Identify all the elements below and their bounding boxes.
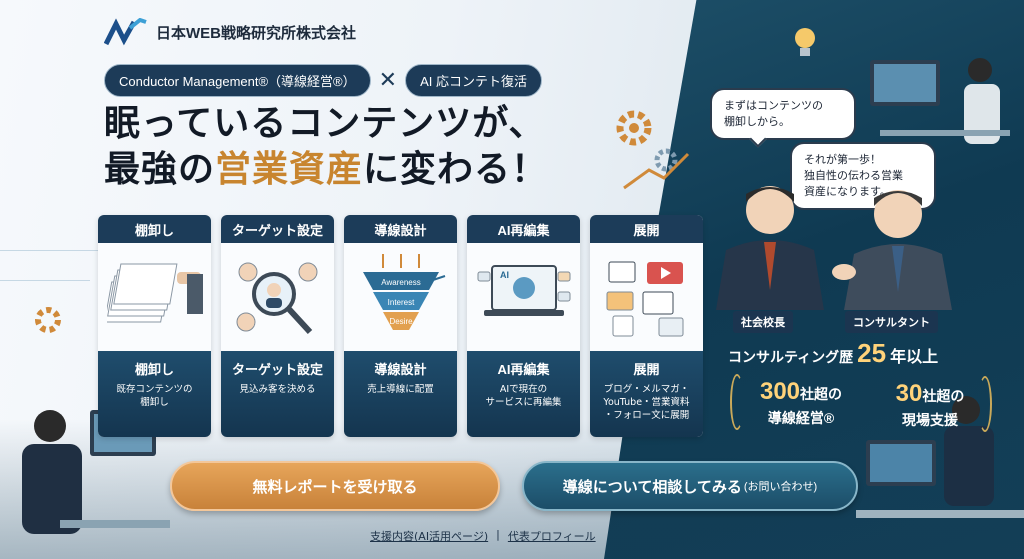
step-description: 売上導線に配置 bbox=[367, 384, 434, 395]
company-name: 日本WEB戦略研究所株式会社 bbox=[156, 24, 356, 42]
stat-a-label: 導線経営® bbox=[767, 410, 835, 426]
role-label-consultant: コンサルタント bbox=[845, 311, 938, 333]
step-illustration: AI bbox=[467, 243, 580, 351]
step-title: 棚卸し bbox=[134, 362, 174, 377]
step-footer: 展開 ブログ・メルマガ・ YouTube・営業資料 ・フォロー文に展開 bbox=[590, 351, 703, 437]
link-support-content[interactable]: 支援内容(AI活用ページ) bbox=[370, 530, 489, 543]
footer-links: 支援内容(AI活用ページ) | 代表プロフィール bbox=[370, 528, 596, 544]
concept-tags: Conductor Management®（導線経営®） ✕ AI 応コンテト復… bbox=[104, 64, 542, 97]
step-description: 既存コンテンツの 棚卸し bbox=[116, 384, 193, 408]
step-title: 展開 bbox=[633, 362, 660, 377]
consult-button-label: 導線について相談してみる bbox=[562, 478, 742, 496]
gear-icon bbox=[616, 110, 690, 190]
step-description: AIで現在の サービスに再編集 bbox=[485, 384, 562, 408]
deco-line bbox=[0, 280, 90, 281]
stat-b-number: 30 bbox=[895, 380, 923, 407]
free-report-button[interactable]: 無料レポートを受け取る bbox=[170, 461, 500, 511]
media-channels-icon bbox=[606, 261, 683, 337]
speech-bubble-consultant: それが第一歩！ 独自性の伝わる営業 資産になります。 bbox=[790, 142, 936, 210]
gear-icon bbox=[35, 307, 61, 333]
step-head: 展開 bbox=[590, 215, 703, 243]
logo-mark-icon bbox=[104, 18, 147, 46]
step-description: 見込み客を決める bbox=[239, 384, 316, 395]
step-card-inventory: 棚卸し 棚卸し 既存コンテンツの 棚卸し bbox=[98, 215, 211, 437]
step-head: 導線設計 bbox=[344, 215, 457, 243]
headline-accent: 営業資産 bbox=[215, 148, 364, 189]
office-worker-illustration bbox=[870, 58, 1010, 144]
funnel-interest-label: Interest bbox=[387, 298, 414, 307]
step-card-target: ターゲット設定 ターゲット設定 見込み客を決める bbox=[221, 215, 334, 437]
laurel-icon bbox=[730, 374, 744, 430]
step-title: AI再編集 bbox=[497, 362, 550, 377]
business-people-illustration bbox=[716, 186, 952, 310]
stat-a-number: 300 bbox=[759, 378, 801, 405]
funnel-awareness-label: Awareness bbox=[381, 278, 420, 287]
page-headline: 眠っているコンテンツが、 最強の営業資産に変わる！ bbox=[104, 100, 548, 192]
step-head: 棚卸し bbox=[98, 215, 211, 243]
step-illustration bbox=[221, 243, 334, 351]
stat-a-unit: 社超の bbox=[800, 386, 843, 402]
consult-button-sub: (お問い合わせ) bbox=[743, 481, 818, 493]
process-steps: 棚卸し 棚卸し 既存コンテンツの 棚卸し ターゲット設定 bbox=[98, 215, 703, 437]
funnel-desire-label: Desire bbox=[389, 317, 413, 326]
lightbulb-icon bbox=[795, 28, 815, 56]
deco-line bbox=[0, 250, 100, 251]
link-separator: | bbox=[496, 528, 500, 541]
step-head: ターゲット設定 bbox=[221, 215, 334, 243]
step-illustration: Awareness Interest Desire bbox=[344, 243, 457, 351]
consult-button[interactable]: 導線について相談してみる(お問い合わせ) bbox=[522, 461, 858, 511]
funnel-icon: Awareness Interest Desire bbox=[362, 254, 445, 330]
stat-companies-field-support: 30 社超の 現場支援 bbox=[880, 376, 992, 432]
company-logo: 日本WEB戦略研究所株式会社 bbox=[104, 18, 356, 46]
stat-b-unit: 社超の bbox=[922, 388, 965, 404]
stat-experience: コンサルティング歴 25 年以上 bbox=[728, 338, 938, 369]
stat-exp-prefix: コンサルティング歴 bbox=[728, 349, 854, 365]
tag-ai-content: AI 応コンテト復活 bbox=[405, 64, 542, 97]
headline-line2-post: に変わる！ bbox=[363, 148, 549, 189]
step-card-deploy: 展開 展開 ブログ・メルマガ・ YouTube・営業資料 ・フォロー文に展開 bbox=[590, 215, 703, 437]
office-worker-illustration bbox=[856, 396, 1024, 518]
ai-laptop-icon: AI bbox=[477, 265, 570, 316]
document-stack-icon bbox=[106, 263, 203, 323]
step-footer: 棚卸し 既存コンテンツの 棚卸し bbox=[98, 351, 211, 437]
step-description: ブログ・メルマガ・ YouTube・営業資料 ・フォロー文に展開 bbox=[603, 384, 690, 421]
cross-icon: ✕ bbox=[378, 68, 398, 93]
stat-b-label: 現場支援 bbox=[902, 412, 958, 428]
step-head: AI再編集 bbox=[467, 215, 580, 243]
step-footer: AI再編集 AIで現在の サービスに再編集 bbox=[467, 351, 580, 437]
link-representative-profile[interactable]: 代表プロフィール bbox=[507, 530, 596, 543]
step-card-ai-edit: AI再編集 AI AI再編集 AIで現在の サービスに再編集 bbox=[467, 215, 580, 437]
stat-companies-conductor: 300 社超の 導線経営® bbox=[730, 374, 866, 430]
step-title: ターゲット設定 bbox=[231, 362, 323, 377]
step-footer: ターゲット設定 見込み客を決める bbox=[221, 351, 334, 437]
ai-label: AI bbox=[500, 270, 509, 280]
stat-exp-suffix: 年以上 bbox=[890, 349, 939, 366]
headline-line1: 眠っているコンテンツが、 bbox=[104, 102, 546, 143]
stat-exp-number: 25 bbox=[857, 338, 887, 368]
role-label-president: 社会校長 bbox=[733, 311, 793, 333]
magnifier-people-icon bbox=[236, 262, 317, 335]
step-title: 導線設計 bbox=[374, 362, 427, 377]
tag-conductor-management: Conductor Management®（導線経営®） bbox=[104, 64, 371, 97]
headline-line2-pre: 最強の bbox=[104, 148, 216, 189]
speech-bubble-president: まずはコンテンツの 棚卸しから。 bbox=[710, 88, 856, 140]
step-footer: 導線設計 売上導線に配置 bbox=[344, 351, 457, 437]
headline-line2: 最強の営業資産に変わる！ bbox=[104, 146, 548, 192]
step-illustration bbox=[98, 243, 211, 351]
laurel-icon bbox=[978, 376, 992, 432]
step-illustration bbox=[590, 243, 703, 351]
step-card-funnel: 導線設計 Awareness Interest Desire 導線設計 売上導線… bbox=[344, 215, 457, 437]
